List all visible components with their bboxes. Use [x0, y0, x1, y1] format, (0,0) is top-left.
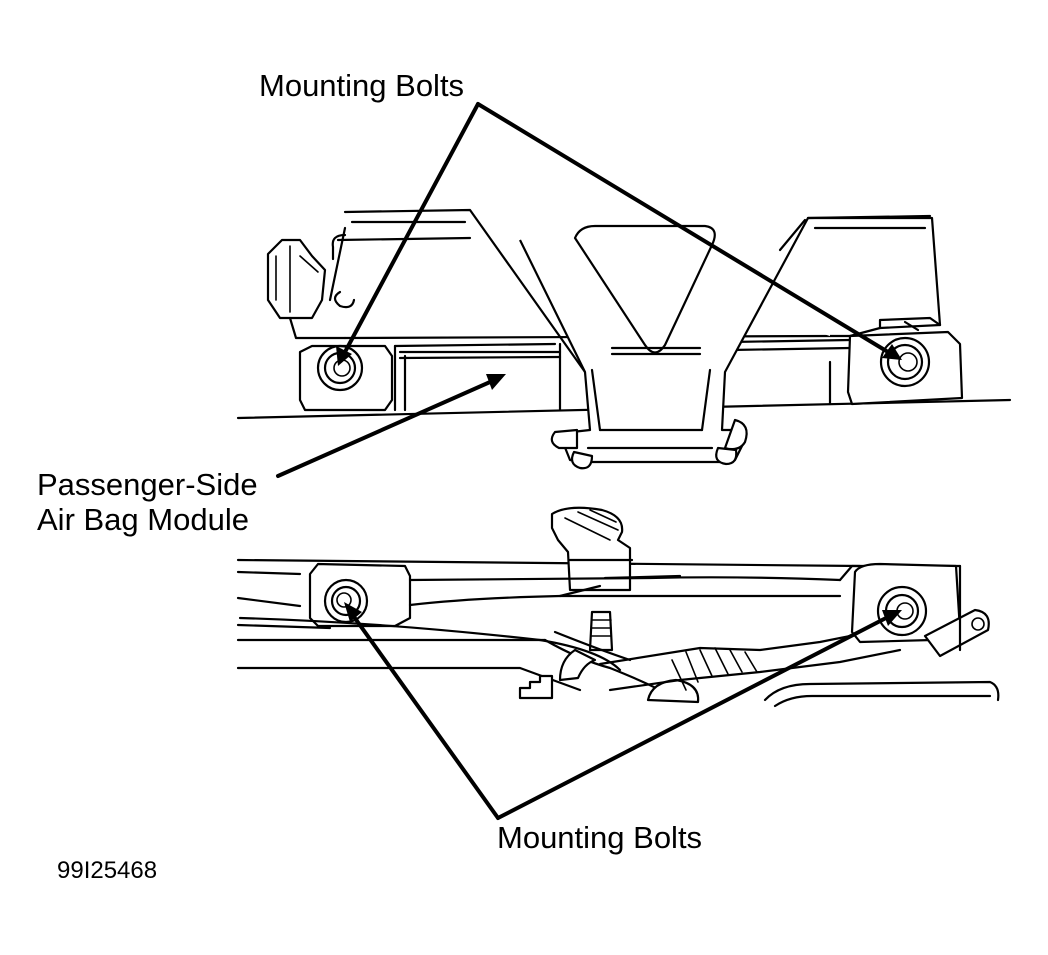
bottom-mounting-bolts-label: Mounting Bolts [497, 820, 703, 855]
air-bag-module [236, 208, 1012, 470]
top-mounting-bolts-label: Mounting Bolts [259, 68, 465, 103]
air-bag-module-label-line2: Air Bag Module [37, 502, 249, 537]
air-bag-module-label-line1: Passenger-Side [37, 467, 258, 502]
dash-support-assembly [236, 506, 1000, 708]
figure-id: 99I25468 [57, 857, 158, 884]
leader-lines [276, 102, 902, 820]
